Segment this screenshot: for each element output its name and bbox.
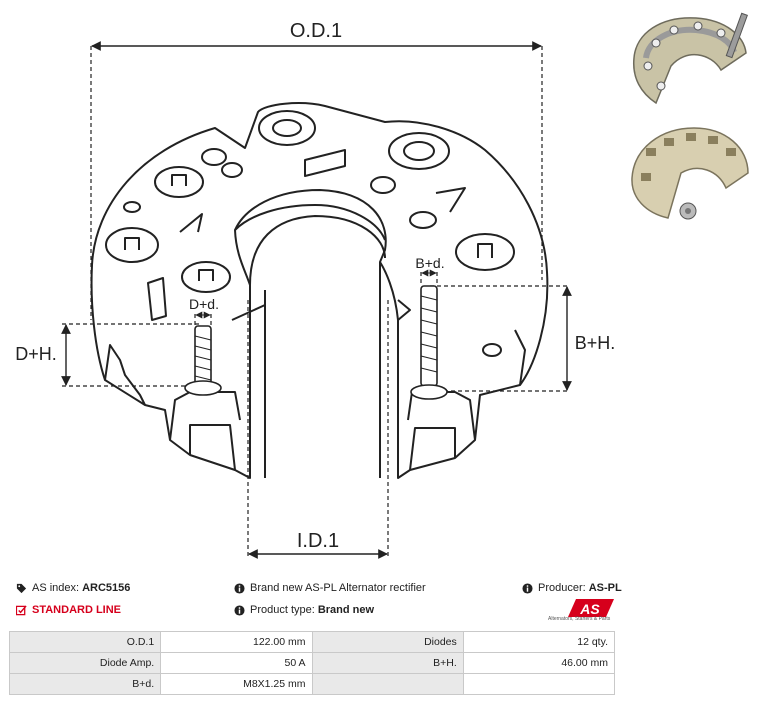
product-type: Product type: Brand new: [234, 604, 374, 616]
product-photo-top: [633, 12, 748, 105]
info-icon: [234, 582, 245, 594]
dd-label: D+d.: [189, 296, 219, 312]
checkbox-icon: [16, 604, 27, 615]
spec-value: 50 A: [160, 652, 313, 674]
product-photo-bottom: [631, 127, 749, 220]
spec-key: Diodes: [311, 631, 464, 653]
product-type-label: Product type:: [250, 604, 315, 616]
product-type-value: Brand new: [317, 604, 375, 616]
description-text: Brand new AS-PL Alternator rectifier: [250, 582, 426, 594]
info-icon: [234, 604, 245, 616]
spec-value: 46.00 mm: [462, 652, 616, 674]
as-index-label: AS index:: [32, 582, 80, 594]
description: Brand new AS-PL Alternator rectifier: [234, 582, 426, 594]
tag-icon: [16, 583, 27, 593]
table-row: Diode Amp. 50 A B+H. 46.00 mm: [8, 652, 616, 674]
standard-line: STANDARD LINE: [16, 604, 121, 616]
table-row: O.D.1 122.00 mm Diodes 12 qty.: [8, 631, 616, 653]
as-pl-logo: AS: [568, 599, 614, 617]
info-icon: [522, 582, 533, 594]
id1-label: I.D.1: [297, 530, 339, 552]
spec-key: Diode Amp.: [8, 652, 162, 674]
producer: Producer: AS-PL: [522, 582, 622, 594]
bh-label: B+H.: [575, 333, 616, 353]
od1-label: O.D.1: [290, 20, 342, 42]
logo-subtitle: Alternators, Starters & Parts: [548, 616, 611, 622]
rectifier-technical-drawing: O.D.1 I.D.1 D+H. B+H. D+d. B+d.: [15, 20, 616, 559]
spec-table: O.D.1 122.00 mm Diodes 12 qty. Diode Amp…: [8, 631, 616, 695]
dh-label: D+H.: [15, 344, 57, 364]
producer-value: AS-PL: [588, 582, 622, 594]
producer-label: Producer:: [538, 582, 586, 594]
spec-key: B+d.: [8, 673, 162, 695]
standard-line-label: STANDARD LINE: [32, 604, 122, 616]
bd-label: B+d.: [415, 255, 444, 271]
svg-text:AS: AS: [579, 601, 600, 617]
table-row: B+d. M8X1.25 mm: [8, 673, 616, 695]
spec-value: [462, 673, 616, 695]
spec-key: B+H.: [311, 652, 464, 674]
spec-value: M8X1.25 mm: [160, 673, 313, 695]
spec-key: [311, 673, 464, 695]
as-index-value: ARC5156: [82, 582, 131, 594]
spec-value: 12 qty.: [462, 631, 616, 653]
spec-key: O.D.1: [8, 631, 162, 653]
as-index: AS index: ARC5156: [16, 582, 130, 594]
spec-value: 122.00 mm: [160, 631, 313, 653]
